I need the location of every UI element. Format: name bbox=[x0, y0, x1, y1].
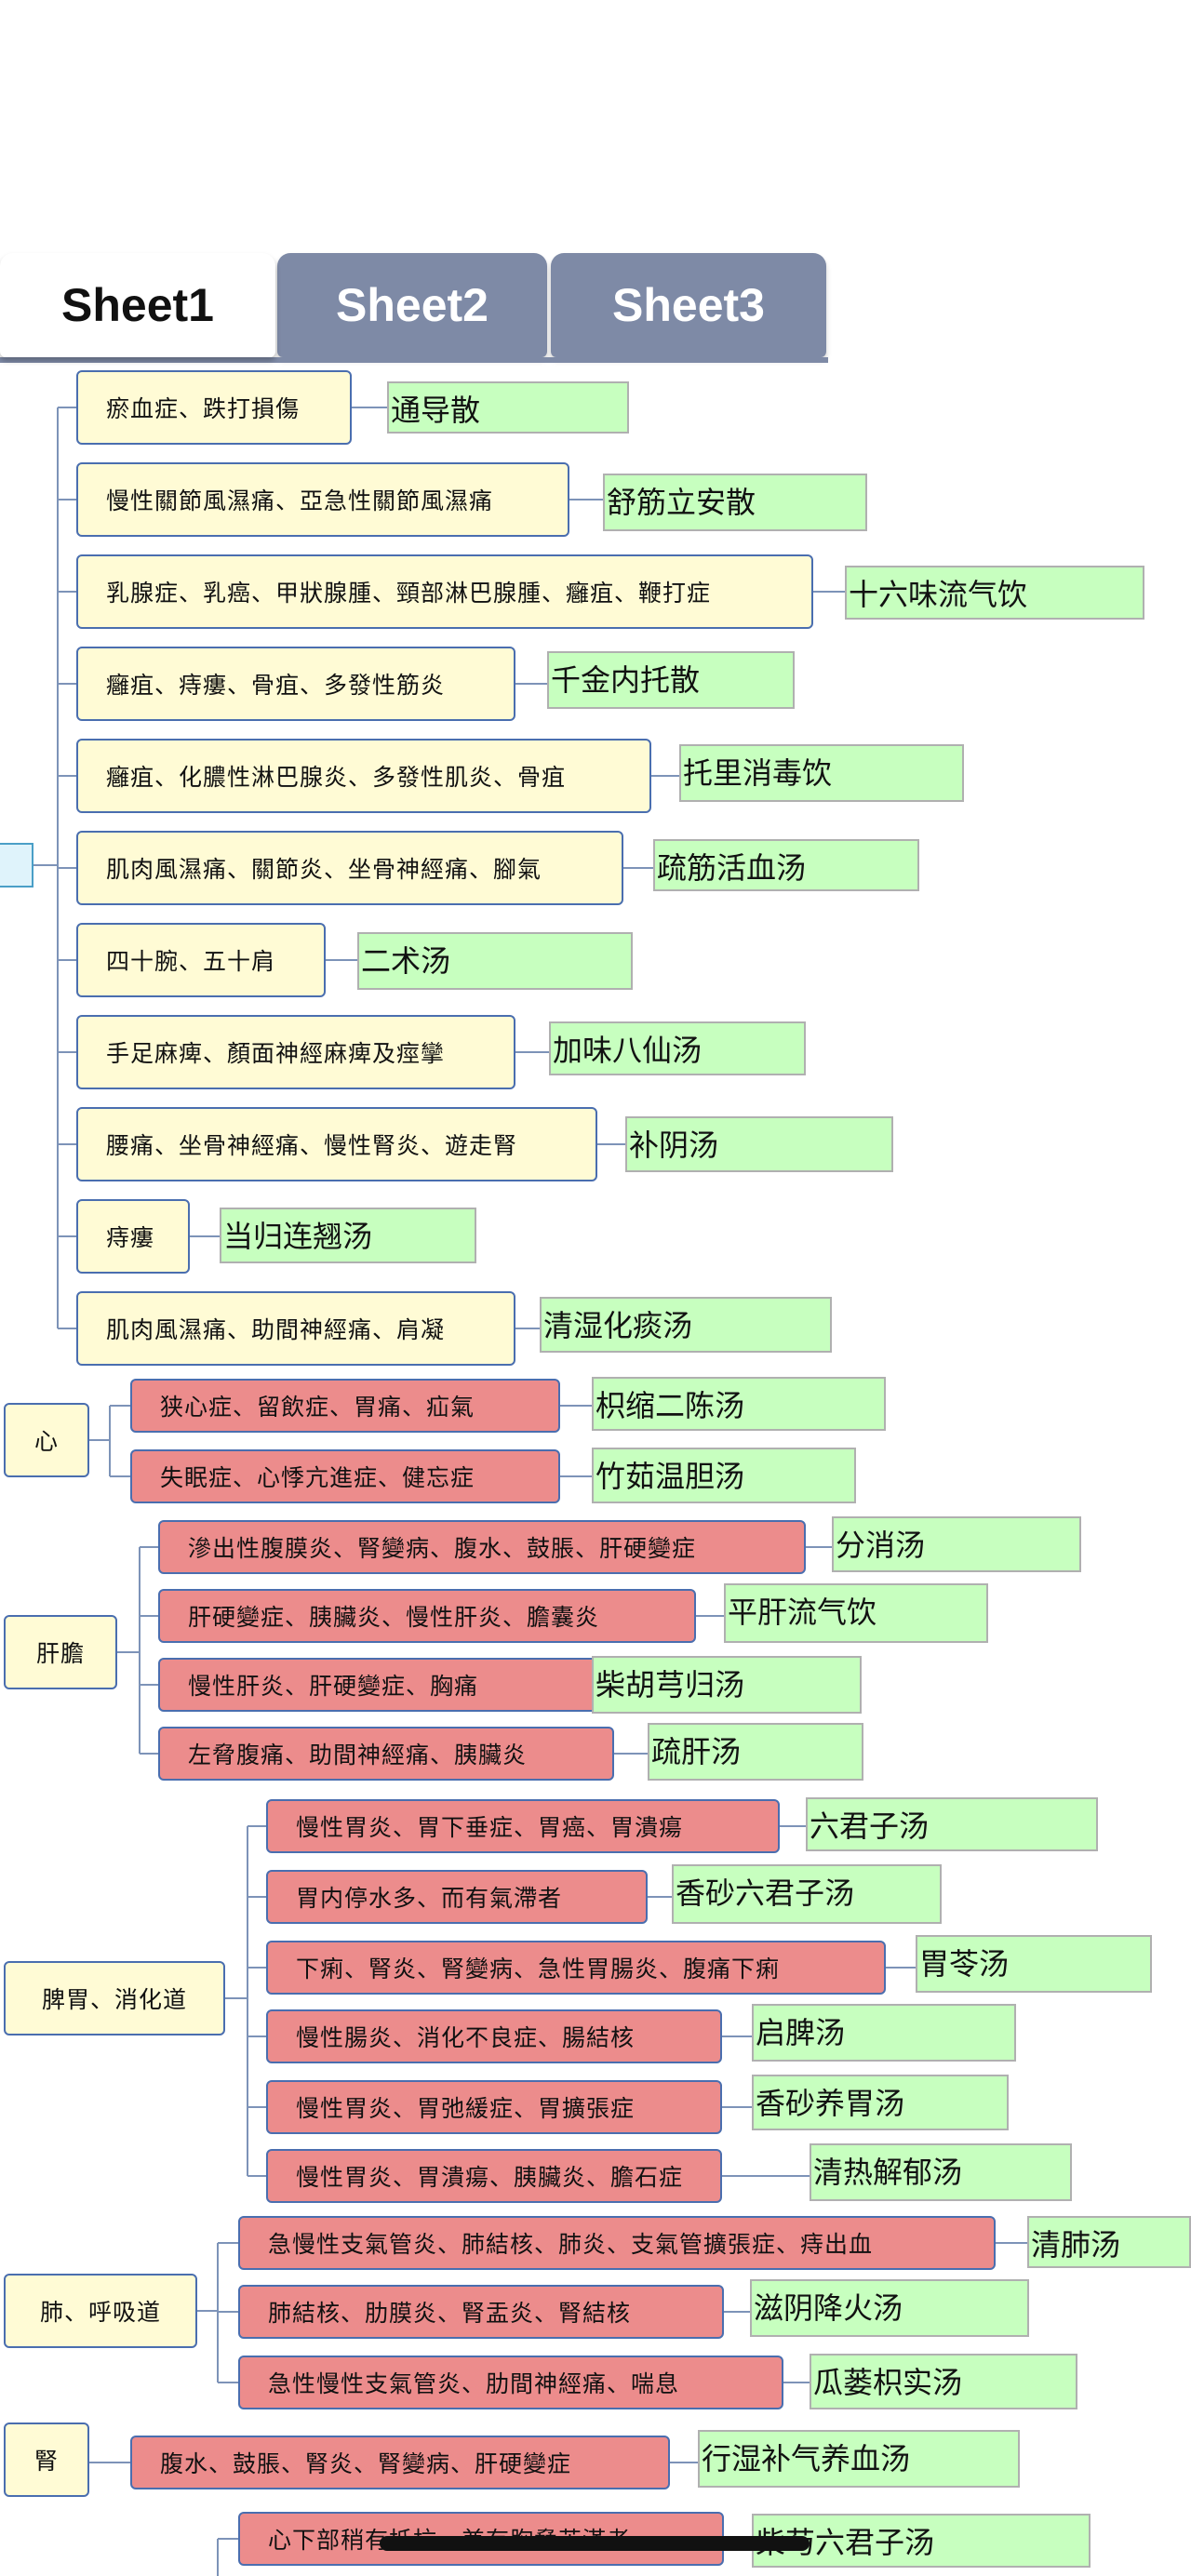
condition-node[interactable]: 慢性關節風濕痛、亞急性關節風濕痛 bbox=[76, 462, 569, 537]
remedy-node[interactable]: 托里消毒饮 bbox=[679, 744, 964, 802]
symptom-node[interactable]: 胃内停水多、而有氣滯者 bbox=[266, 1870, 648, 1924]
remedy-node[interactable]: 瓜蒌枳实汤 bbox=[810, 2354, 1077, 2409]
remedy-node[interactable]: 香砂六君子汤 bbox=[672, 1864, 942, 1924]
symptom-node[interactable]: 急性慢性支氣管炎、肋間神經痛、喘息 bbox=[238, 2356, 783, 2409]
sheet-tabs: Sheet1 Sheet2 Sheet3 bbox=[0, 251, 1191, 363]
remedy-node[interactable]: 柴胡芎归汤 bbox=[592, 1656, 862, 1714]
remedy-node[interactable]: 平肝流气饮 bbox=[724, 1583, 988, 1643]
remedy-node[interactable]: 滋阴降火汤 bbox=[750, 2279, 1029, 2337]
symptom-node[interactable]: 急慢性支氣管炎、肺結核、肺炎、支氣管擴張症、痔出血 bbox=[238, 2216, 996, 2270]
remedy-node[interactable]: 十六味流气饮 bbox=[845, 566, 1144, 620]
symptom-node[interactable]: 肝硬變症、胰臟炎、慢性肝炎、膽囊炎 bbox=[158, 1589, 696, 1643]
condition-node[interactable]: 腰痛、坐骨神經痛、慢性腎炎、遊走腎 bbox=[76, 1107, 597, 1181]
condition-node[interactable]: 痔瘻 bbox=[76, 1199, 190, 1274]
category-node[interactable]: 肺、呼吸道 bbox=[4, 2274, 197, 2348]
remedy-node[interactable]: 疏肝汤 bbox=[648, 1723, 863, 1781]
remedy-node[interactable]: 清热解郁汤 bbox=[810, 2143, 1072, 2201]
symptom-node[interactable]: 慢性胃炎、胃下垂症、胃癌、胃潰瘍 bbox=[266, 1799, 780, 1853]
remedy-node[interactable]: 当归连翘汤 bbox=[220, 1208, 476, 1263]
remedy-node[interactable]: 香砂养胃汤 bbox=[752, 2075, 1009, 2130]
root-node-stub[interactable] bbox=[0, 843, 33, 888]
tab-sheet2[interactable]: Sheet2 bbox=[277, 253, 547, 357]
symptom-node[interactable]: 狭心症、留飲症、胃痛、疝氣 bbox=[130, 1379, 560, 1433]
remedy-node[interactable]: 清湿化痰汤 bbox=[540, 1297, 832, 1353]
condition-node[interactable]: 肌肉風濕痛、助間神經痛、肩凝 bbox=[76, 1291, 515, 1366]
condition-node[interactable]: 瘀血症、跌打損傷 bbox=[76, 370, 352, 445]
category-node[interactable]: 脾胃、消化道 bbox=[4, 1961, 225, 2035]
category-node[interactable]: 腎 bbox=[4, 2423, 89, 2497]
remedy-node[interactable]: 分消汤 bbox=[832, 1516, 1081, 1572]
remedy-node[interactable]: 通导散 bbox=[387, 381, 629, 434]
remedy-node[interactable]: 竹茹温胆汤 bbox=[592, 1448, 856, 1503]
remedy-node[interactable]: 六君子汤 bbox=[806, 1797, 1098, 1851]
category-node[interactable]: 肝膽 bbox=[4, 1615, 117, 1689]
symptom-node[interactable]: 腹水、鼓脹、腎炎、腎變病、肝硬變症 bbox=[130, 2436, 670, 2489]
symptom-node[interactable]: 慢性肝炎、肝硬變症、胸痛 bbox=[158, 1658, 597, 1712]
remedy-node[interactable]: 清肺汤 bbox=[1027, 2216, 1191, 2268]
remedy-node[interactable]: 疏筋活血汤 bbox=[653, 839, 919, 891]
symptom-node[interactable]: 失眠症、心悸亢進症、健忘症 bbox=[130, 1449, 560, 1503]
remedy-node[interactable]: 枳缩二陈汤 bbox=[592, 1377, 886, 1431]
remedy-node[interactable]: 舒筋立安散 bbox=[603, 474, 867, 531]
condition-node[interactable]: 癰疽、化膿性淋巴腺炎、多發性肌炎、骨疽 bbox=[76, 739, 651, 813]
condition-node[interactable]: 癰疽、痔瘻、骨疽、多發性筋炎 bbox=[76, 647, 515, 721]
remedy-node[interactable]: 启脾汤 bbox=[752, 2004, 1016, 2062]
condition-node[interactable]: 手足麻痺、顏面神經麻痺及痙攣 bbox=[76, 1015, 515, 1089]
symptom-node[interactable]: 下痢、腎炎、腎變病、急性胃腸炎、腹痛下痢 bbox=[266, 1941, 886, 1995]
remedy-node[interactable]: 补阴汤 bbox=[625, 1116, 893, 1172]
condition-node[interactable]: 乳腺症、乳癌、甲狀腺腫、頸部淋巴腺腫、癰疽、鞭打症 bbox=[76, 554, 813, 629]
symptom-node[interactable]: 左脅腹痛、助間神經痛、胰臟炎 bbox=[158, 1727, 614, 1781]
remedy-node[interactable]: 胃苓汤 bbox=[916, 1935, 1152, 1993]
remedy-node[interactable]: 二术汤 bbox=[357, 932, 633, 990]
home-indicator bbox=[380, 2536, 810, 2551]
symptom-node[interactable]: 慢性腸炎、消化不良症、腸結核 bbox=[266, 2009, 722, 2063]
tab-sheet3[interactable]: Sheet3 bbox=[551, 253, 826, 357]
tab-sheet1[interactable]: Sheet1 bbox=[0, 253, 275, 357]
tab-underline bbox=[0, 357, 828, 363]
symptom-node[interactable]: 滲出性腹膜炎、腎變病、腹水、鼓脹、肝硬變症 bbox=[158, 1520, 806, 1574]
remedy-node[interactable]: 加味八仙汤 bbox=[549, 1021, 806, 1075]
symptom-node[interactable]: 肺結核、肋膜炎、腎盂炎、腎結核 bbox=[238, 2285, 724, 2339]
symptom-node[interactable]: 慢性胃炎、胃弛緩症、胃擴張症 bbox=[266, 2080, 722, 2134]
condition-node[interactable]: 肌肉風濕痛、關節炎、坐骨神經痛、腳氣 bbox=[76, 831, 623, 905]
remedy-node[interactable]: 千金内托散 bbox=[547, 651, 795, 709]
remedy-node[interactable]: 行湿补气养血汤 bbox=[698, 2430, 1020, 2488]
category-node[interactable]: 心 bbox=[4, 1403, 89, 1477]
condition-node[interactable]: 四十腕、五十肩 bbox=[76, 923, 326, 997]
symptom-node[interactable]: 慢性胃炎、胃潰瘍、胰臟炎、膽石症 bbox=[266, 2149, 722, 2203]
